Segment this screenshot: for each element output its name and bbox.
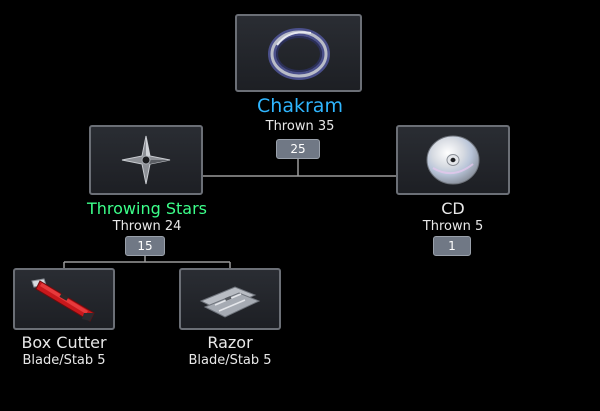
cd-slot[interactable]	[396, 125, 510, 195]
box-cutter-icon	[31, 278, 95, 322]
throwing-stars-name: Throwing Stars	[87, 199, 207, 218]
throwing-stars-slot[interactable]	[89, 125, 203, 195]
chakram-badge[interactable]: 25	[276, 139, 320, 159]
box-cutter-name: Box Cutter	[21, 333, 107, 352]
chakram-stat: Thrown 35	[265, 119, 335, 134]
box-cutter-stat: Blade/Stab 5	[22, 353, 106, 368]
shuriken-icon	[121, 135, 171, 185]
throwing-stars-stat: Thrown 24	[112, 219, 182, 234]
chakram-name: Chakram	[257, 95, 343, 117]
razor-slot[interactable]	[179, 268, 281, 330]
box-cutter-slot[interactable]	[13, 268, 115, 330]
razor-blade-icon	[199, 286, 261, 318]
throwing-stars-badge[interactable]: 15	[125, 236, 165, 256]
chakram-slot[interactable]	[235, 14, 362, 92]
compact-disc-icon	[426, 135, 480, 185]
razor-stat: Blade/Stab 5	[188, 353, 272, 368]
chakram-ring-icon	[267, 28, 330, 80]
cd-name: CD	[441, 199, 465, 218]
razor-name: Razor	[207, 333, 253, 352]
cd-badge[interactable]: 1	[433, 236, 471, 256]
cd-stat: Thrown 5	[422, 219, 484, 234]
